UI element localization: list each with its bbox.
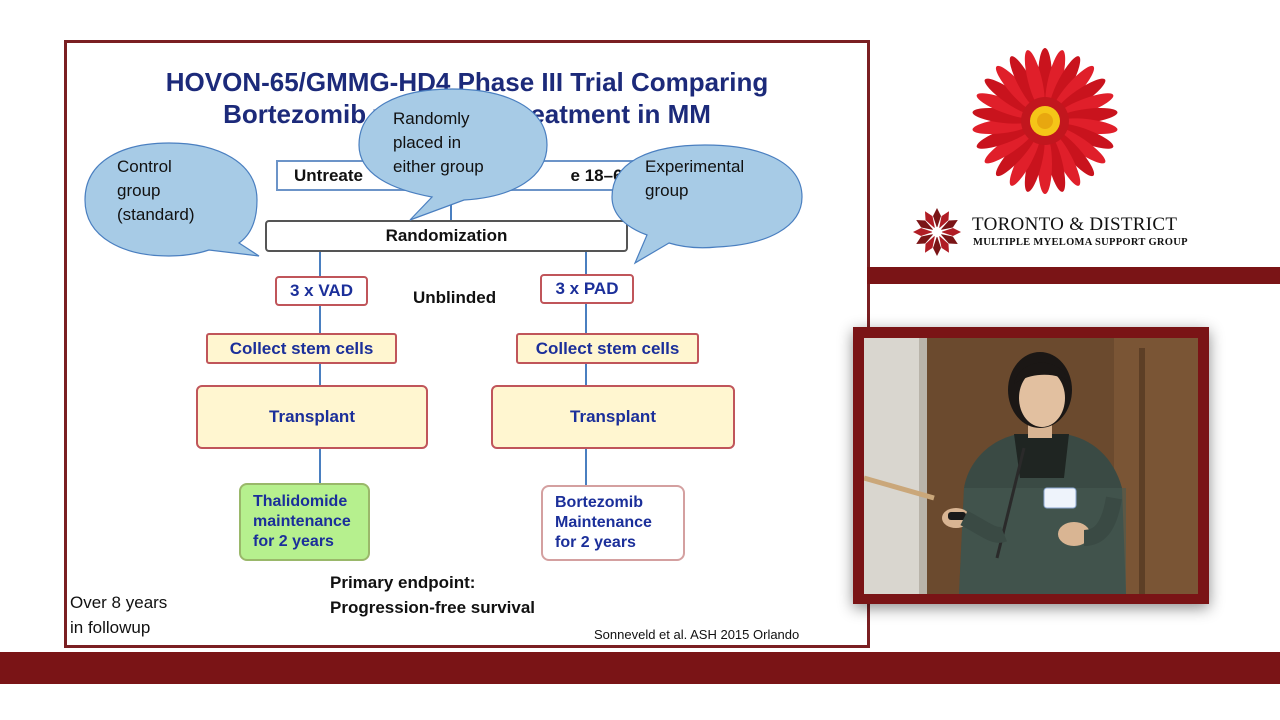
gerbera-flower-icon bbox=[972, 48, 1118, 194]
thal-line1: Thalidomide bbox=[253, 493, 348, 510]
bort-line3: for 2 years bbox=[555, 534, 636, 551]
pad-box: 3 x PAD bbox=[540, 274, 634, 304]
randomization-box: Randomization bbox=[265, 220, 628, 252]
maroon-band-right bbox=[867, 267, 1280, 284]
maroon-band-bottom bbox=[0, 652, 1280, 684]
title-line2-left: Bortezomib v bbox=[223, 99, 388, 129]
random-placement-callout bbox=[358, 88, 548, 221]
connector-right-1 bbox=[585, 252, 587, 274]
connector-left-4 bbox=[319, 448, 321, 483]
endpoint-line1: Primary endpoint: bbox=[330, 573, 476, 592]
random-line1: Randomly bbox=[393, 109, 470, 128]
connector-top bbox=[450, 191, 452, 220]
bort-line1: Bortezomib bbox=[555, 494, 643, 511]
experimental-group-text: Experimental group bbox=[645, 155, 744, 203]
random-line3: either group bbox=[393, 157, 484, 176]
control-group-callout bbox=[84, 142, 260, 257]
unblinded-label: Unblinded bbox=[413, 288, 497, 307]
connector-left-3 bbox=[319, 363, 321, 385]
random-line2: placed in bbox=[393, 133, 462, 152]
control-group-text: Control group (standard) bbox=[117, 155, 194, 227]
connector-right-4 bbox=[585, 448, 587, 485]
endpoint-line2: Progression-free survival bbox=[330, 598, 536, 617]
primary-endpoint: Primary endpoint: Progression-free survi… bbox=[330, 570, 535, 620]
experimental-group-callout bbox=[611, 144, 803, 265]
untreated-left-text: Untreate bbox=[294, 165, 363, 185]
connector-left-1 bbox=[319, 252, 321, 276]
support-group-logo-icon bbox=[913, 208, 961, 256]
control-line3: (standard) bbox=[117, 205, 195, 224]
transplant-right: Transplant bbox=[491, 385, 735, 449]
connector-right-2 bbox=[585, 303, 587, 333]
followup-line2: in followup bbox=[70, 618, 151, 637]
connector-left-2 bbox=[319, 305, 321, 333]
collect-stem-cells-left: Collect stem cells bbox=[206, 333, 397, 364]
citation: Sonneveld et al. ASH 2015 Orlando bbox=[594, 627, 800, 642]
followup-note: Over 8 years in followup bbox=[70, 590, 167, 640]
followup-line1: Over 8 years bbox=[70, 593, 168, 612]
random-placement-text: Randomly placed in either group bbox=[393, 107, 484, 179]
control-line2: group bbox=[117, 181, 161, 200]
vad-box: 3 x VAD bbox=[275, 276, 368, 306]
speaker-video bbox=[864, 338, 1198, 594]
bort-line2: Maintenance bbox=[555, 514, 652, 531]
org-name: TORONTO & DISTRICT bbox=[972, 214, 1178, 235]
collect-stem-cells-right: Collect stem cells bbox=[516, 333, 699, 364]
org-subtitle: MULTIPLE MYELOMA SUPPORT GROUP bbox=[973, 237, 1188, 248]
thal-line2: maintenance bbox=[253, 513, 351, 530]
transplant-left: Transplant bbox=[196, 385, 428, 449]
experimental-line2: group bbox=[645, 181, 689, 200]
connector-right-3 bbox=[585, 363, 587, 385]
presentation-slide: HOVON-65/GMMG-HD4 Phase III Trial Compar… bbox=[64, 40, 870, 648]
thal-line3: for 2 years bbox=[253, 533, 334, 550]
bortezomib-maintenance-box: Bortezomib Maintenance for 2 years bbox=[541, 485, 685, 561]
control-line1: Control bbox=[117, 157, 172, 176]
experimental-line1: Experimental bbox=[645, 157, 745, 176]
thalidomide-maintenance-box: Thalidomide maintenance for 2 years bbox=[239, 483, 370, 561]
